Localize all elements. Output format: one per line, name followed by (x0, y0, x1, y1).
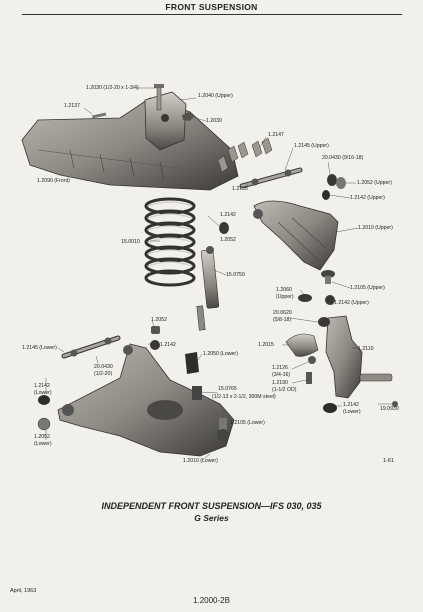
leader-lines (45, 87, 392, 461)
label-grommet-upper: 1.2142 (Upper) (350, 195, 385, 201)
label-bush-upper: 1.2052 (Upper) (357, 180, 392, 186)
upper-bracket (144, 91, 187, 151)
upper-bushings (219, 174, 346, 234)
label-arm-upper: 1.2010 (Upper) (358, 225, 393, 231)
upper-bolt (156, 85, 162, 111)
label-grommet-lower2-a: 1.2142 (343, 402, 359, 408)
label-balljoint-upper: 1.2105 (Upper) (350, 285, 385, 291)
upper-bracket-nut (182, 112, 194, 121)
knuckle-nut (318, 317, 330, 327)
label-bolt-shaft: 1.2155 (232, 186, 248, 192)
lower-bolt (192, 386, 202, 400)
label-shaft-upper: 1.2145 (Upper) (294, 143, 329, 149)
figure-number: 1-61 (383, 458, 395, 464)
page-title: FRONT SUSPENSION (165, 2, 258, 12)
label-nut-knuckle-a: 20.0620 (273, 310, 292, 316)
shim (91, 112, 107, 119)
label-nut-lower-a: 20.0430 (94, 364, 113, 370)
label-crossmember-part: 1.2030 (206, 118, 222, 124)
steering-arm (285, 333, 319, 357)
upper-bolt-head (154, 84, 164, 88)
label-nut-ball-b: (3/4-16) (272, 372, 291, 378)
label-bush-lower-a: 1.2052 (34, 434, 50, 440)
lower-shaft (61, 335, 121, 359)
pin (306, 372, 312, 384)
label-bracket-upper: 1.2040 (Upper) (198, 93, 233, 99)
label-pin-b: (1-1/2 OD) (272, 387, 297, 393)
label-bolt-upper: 1.2030 (1/2-20 x 1-3/4) (86, 85, 139, 91)
label-shim-top: 1.2137 (64, 103, 80, 109)
lower-grommet-left (38, 395, 50, 405)
label-steering-arm: 1.2015 (258, 342, 274, 348)
label-bolt-lower-a: 15.0765 (218, 386, 237, 392)
figure-series: G Series (194, 513, 229, 523)
label-hub-nut: 19.0930 (380, 406, 399, 412)
label-bumper-lower: 1.2050 (Lower) (203, 351, 238, 357)
label-nut-upper: 20.0430 (9/16-18) (322, 155, 364, 161)
label-knuckle: 1.2110 (358, 346, 374, 352)
label-bumper: 1.2052 (220, 237, 236, 243)
crossmember (21, 97, 239, 191)
lower-control-arm (57, 343, 235, 457)
label-bush-mid: 1.2052 (151, 317, 167, 323)
label-grommet-lower-b: (Lower) (34, 390, 52, 396)
shim-pack (217, 137, 273, 173)
label-grommet-lower2-b: (Lower) (343, 409, 361, 415)
label-nut-knuckle-b: (5/8-18) (273, 317, 292, 323)
lower-ball-joint (217, 418, 229, 441)
ball-nut (308, 356, 316, 364)
label-grommet-mid: 1.2142 (160, 342, 176, 348)
label-seal-upper-b: (Upper) (276, 294, 294, 300)
label-bolt-lower-b: (1/2-13 x 2-1/2, 300M steel) (212, 394, 276, 400)
upper-control-arm (253, 200, 339, 271)
label-shaft-lower: 1.2145 (Lower) (22, 345, 57, 351)
bushing-mid (151, 326, 160, 334)
upper-shaft (239, 167, 303, 189)
header-rule (22, 14, 402, 15)
label-shims: 1.2147 (268, 132, 284, 138)
figure-caption: INDEPENDENT FRONT SUSPENSION—IFS 030, 03… (101, 501, 322, 511)
label-grommet-upper2: 1.2142 (Upper) (334, 300, 369, 306)
label-pin-a: 1.2190 (272, 380, 288, 386)
hub-nut (392, 401, 398, 407)
upper-seal (298, 294, 335, 305)
lower-grommet-right (323, 403, 337, 413)
lower-bushing-left (37, 417, 51, 431)
label-crossmember: 1.2090 (Front) (37, 178, 70, 184)
label-arm-lower: 1.2010 (Lower) (183, 458, 218, 464)
footer-date: April, 1963 (10, 588, 37, 594)
grommet-mid (150, 340, 160, 350)
label-seal-upper-a: 1.2060 (276, 287, 292, 293)
lower-bumper (185, 352, 199, 374)
steering-knuckle (325, 315, 393, 399)
label-balljoint-lower: 1.2105 (Lower) (230, 420, 265, 426)
label-shock: 15.0750 (226, 272, 245, 278)
footer-page-number: 1.2000-2B (193, 596, 230, 605)
label-nut-ball-a: 1.2126 (272, 365, 288, 371)
label-spring: 15.0010 (121, 239, 140, 245)
label-insulator: 1.2142 (220, 212, 236, 218)
label-bush-lower-b: (Lower) (34, 441, 52, 447)
label-grommet-lower-a: 1.2142 (34, 383, 50, 389)
shock-absorber (196, 246, 220, 331)
upper-ball-joint (321, 270, 335, 284)
label-nut-lower-b: (1/2-20) (94, 371, 113, 377)
coil-spring (144, 197, 196, 287)
